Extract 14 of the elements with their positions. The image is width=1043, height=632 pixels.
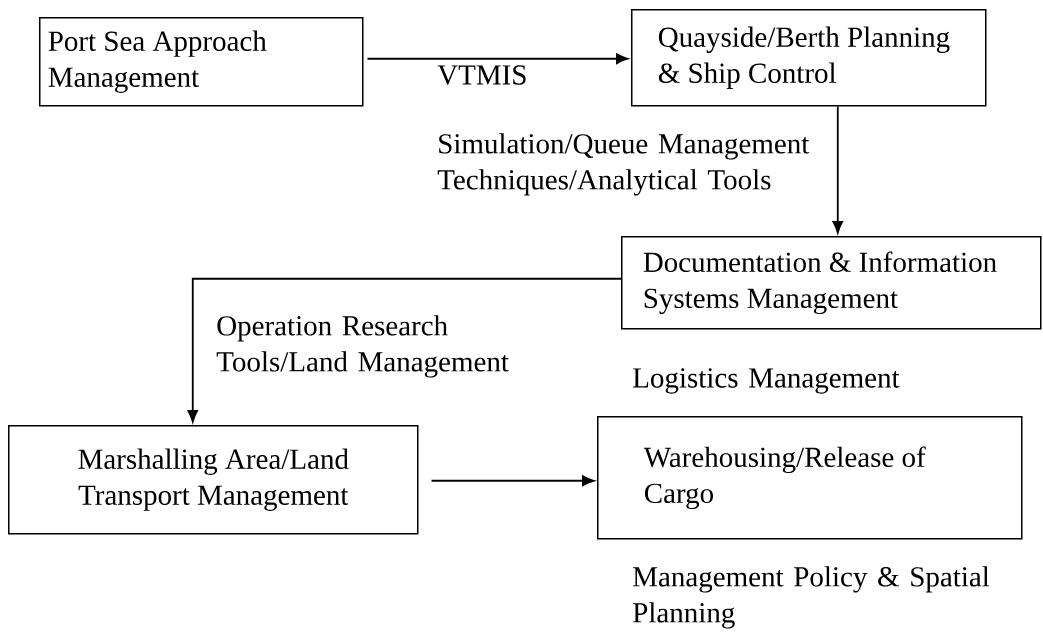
process-box: Quayside/Berth Planning & Ship Control — [631, 9, 987, 107]
process-box: Warehousing/Release of Cargo — [597, 416, 1023, 540]
note-text: Logistics Management — [633, 368, 900, 394]
arrow — [187, 277, 622, 423]
edge-label: Simulation/Queue Management Techniques/Analytical Tools — [437, 133, 810, 196]
process-box: Port Sea Approach Management — [39, 17, 364, 107]
arrow — [832, 105, 844, 234]
edge-label: Operation Research Tools/Land Management — [216, 315, 509, 378]
note-text: Management Policy & Spatial Planning — [633, 566, 990, 629]
edge-label: VTMIS — [437, 65, 526, 85]
process-box: Marshalling Area/Land Transport Management — [8, 425, 419, 535]
arrow — [430, 475, 595, 487]
arrow — [366, 53, 629, 65]
process-box: Documentation & Information Systems Management — [621, 236, 1042, 330]
